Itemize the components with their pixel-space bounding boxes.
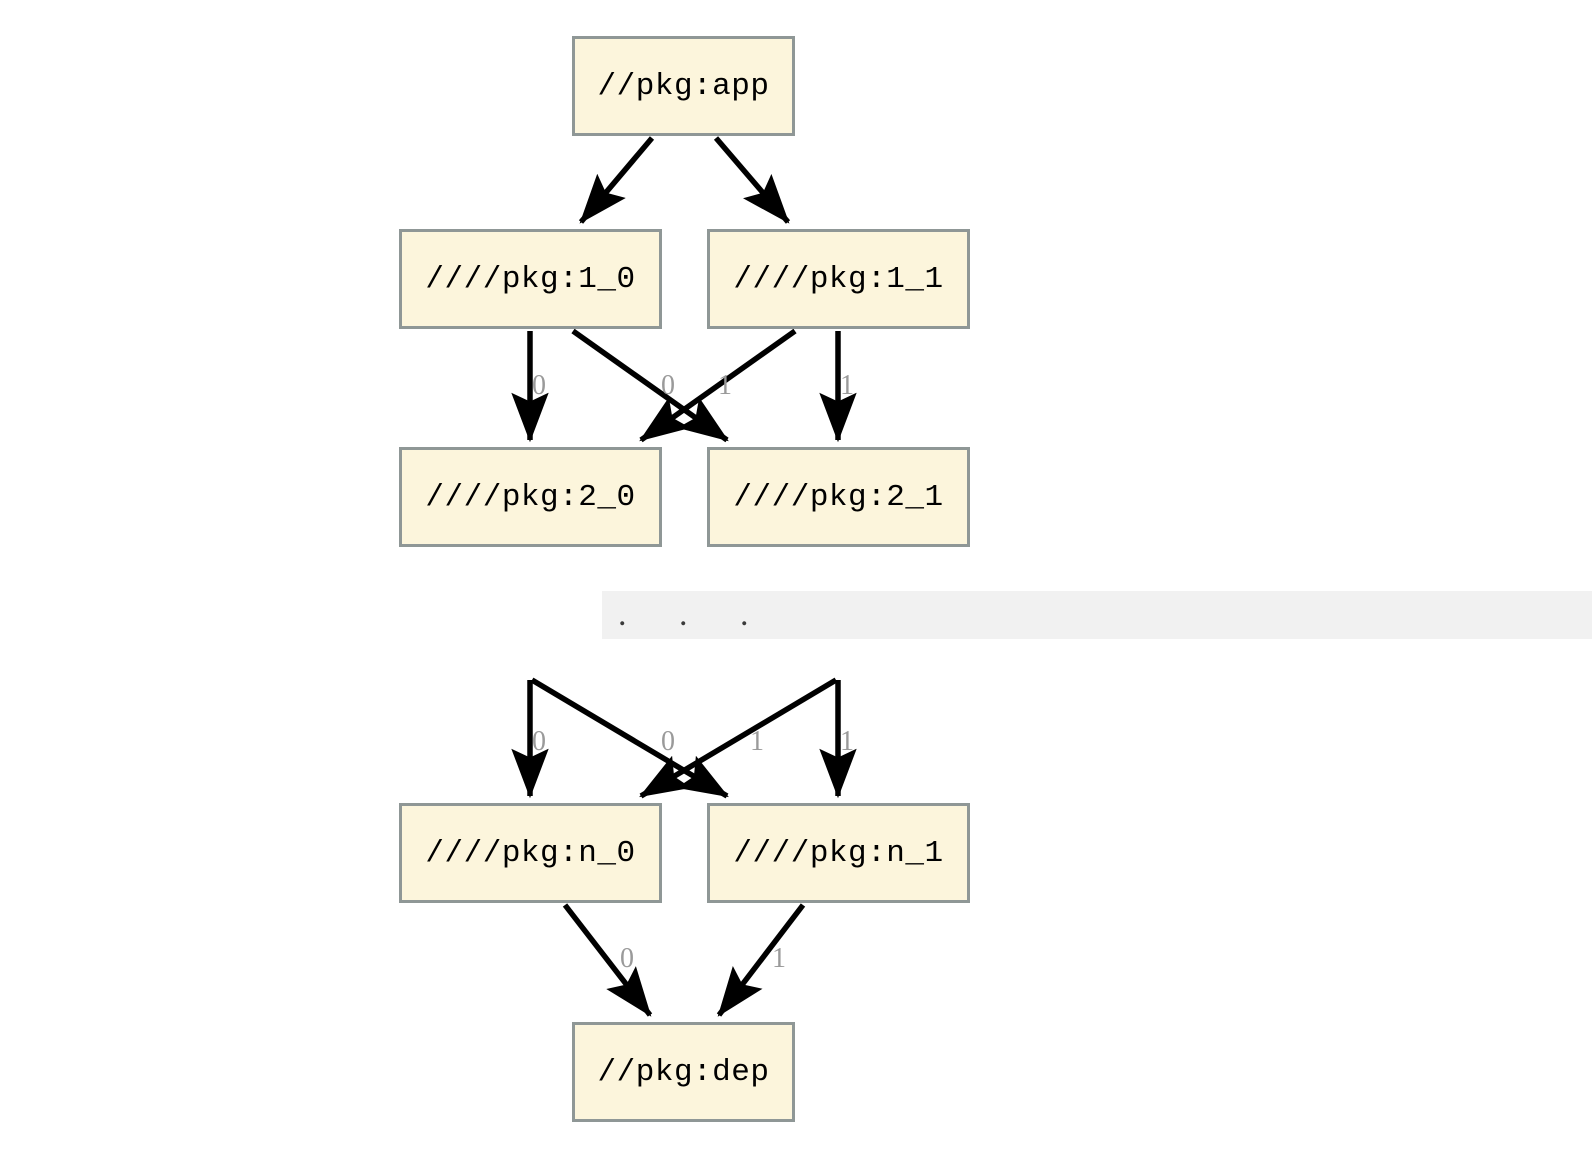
node-label: ////pkg:1_1 [733,261,944,297]
edge-label-upper-left-n_1: 1 [750,726,764,757]
node-pkg-n_0[interactable]: ////pkg:n_0 [399,803,662,903]
ellipsis-separator: . . . [602,591,1592,639]
node-label: ////pkg:2_0 [425,479,636,515]
node-pkg-1_1[interactable]: ////pkg:1_1 [707,229,970,329]
node-label: ////pkg:n_1 [733,835,944,871]
edge-label-upper-n_1: 1 [840,726,854,757]
ellipsis-dots: . . . [618,596,771,633]
node-pkg-2_1[interactable]: ////pkg:2_1 [707,447,970,547]
node-pkg-n_1[interactable]: ////pkg:n_1 [707,803,970,903]
node-pkg-2_0[interactable]: ////pkg:2_0 [399,447,662,547]
edge-label-1_0-2_0: 0 [532,370,546,401]
edge-label-1_0-2_1: 1 [718,370,732,401]
edge-app-to-1_0 [578,136,655,224]
edge-label-1_1-2_1: 1 [840,370,854,401]
node-label: ////pkg:2_1 [733,479,944,515]
node-dep[interactable]: //pkg:dep [572,1022,795,1122]
node-label: ////pkg:1_0 [425,261,636,297]
node-label: //pkg:dep [597,1054,770,1090]
edge-label-n_0-dep: 0 [620,943,634,974]
edge-1_1-to-2_0 [639,328,797,443]
edge-n_0-to-dep [562,903,653,1017]
edge-label-1_1-2_0: 0 [661,370,675,401]
edge-upper-left-to-n_1 [530,677,729,799]
edge-label-n_1-dep: 1 [772,943,786,974]
edge-label-upper-n_0: 0 [532,726,546,757]
edge-1_0-to-2_1 [571,328,729,443]
node-label: //pkg:app [597,68,770,104]
edge-n_1-to-dep [716,903,806,1017]
node-app[interactable]: //pkg:app [572,36,795,136]
edge-app-to-1_1 [713,136,791,224]
node-pkg-1_0[interactable]: ////pkg:1_0 [399,229,662,329]
node-label: ////pkg:n_0 [425,835,636,871]
edge-upper-right-to-n_0 [639,677,838,799]
edge-label-upper-right-n_0: 0 [661,726,675,757]
